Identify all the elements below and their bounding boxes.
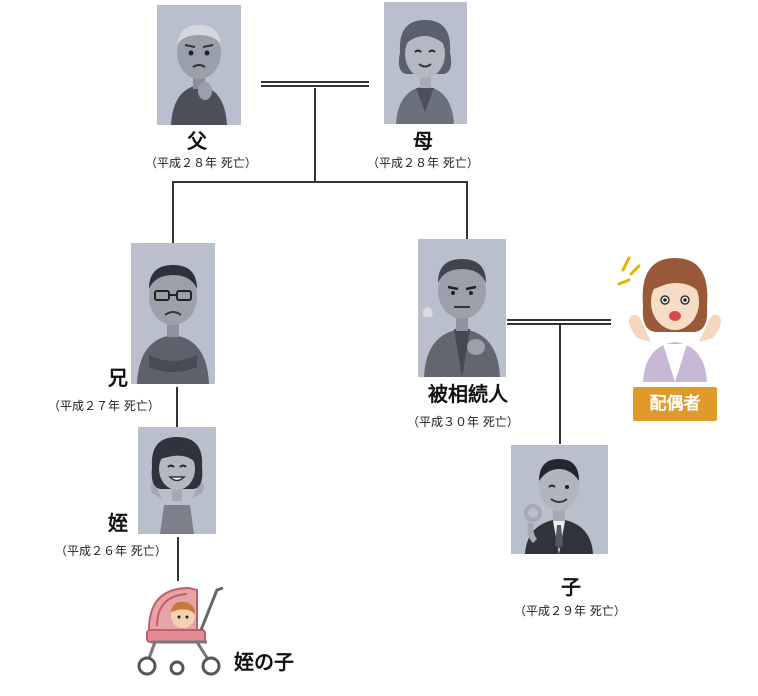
marriage-line-parents <box>261 81 369 87</box>
brother-name: 兄 <box>108 366 128 390</box>
niece-child-illustration <box>137 582 227 678</box>
surprised-woman-icon <box>617 256 721 382</box>
father-death-date: （平成２８年 死亡） <box>145 156 257 170</box>
decedent-name: 被相続人 <box>428 382 508 406</box>
man-with-glasses-icon <box>137 265 209 384</box>
siblings-bar <box>172 181 468 183</box>
child-name: 子 <box>561 575 581 599</box>
elderly-man-icon <box>171 25 227 125</box>
child-drop-line <box>559 324 561 444</box>
niece-name: 姪 <box>108 511 128 535</box>
spouse-illustration <box>617 246 729 382</box>
mother-name: 母 <box>413 129 433 153</box>
decedent-death-date: （平成３０年 死亡） <box>407 415 519 429</box>
niece-child-name: 姪の子 <box>234 650 294 674</box>
niece-portrait <box>138 427 216 534</box>
young-woman-icon <box>150 437 204 534</box>
child-portrait <box>511 445 608 554</box>
brother-portrait <box>131 243 215 384</box>
spouse-badge: 配偶者 <box>633 387 717 421</box>
mother-death-date: （平成２８年 死亡） <box>367 156 479 170</box>
child-death-date: （平成２９年 死亡） <box>514 604 626 618</box>
niece-child-line <box>177 537 179 581</box>
niece-death-date: （平成２６年 死亡） <box>55 544 167 558</box>
mother-portrait <box>384 2 467 124</box>
elderly-woman-icon <box>396 20 454 124</box>
parents-drop-line <box>314 88 316 182</box>
brother-up-line <box>172 181 174 243</box>
brother-niece-line <box>176 387 178 427</box>
baby-stroller-icon <box>137 586 224 676</box>
father-name: 父 <box>187 129 207 153</box>
brother-death-date: （平成２７年 死亡） <box>48 399 160 413</box>
decedent-portrait <box>418 239 506 377</box>
father-portrait <box>157 5 241 125</box>
man-in-jacket-icon <box>422 259 500 377</box>
decedent-up-line <box>466 181 468 239</box>
man-in-suit-ok-sign-icon <box>524 459 593 554</box>
